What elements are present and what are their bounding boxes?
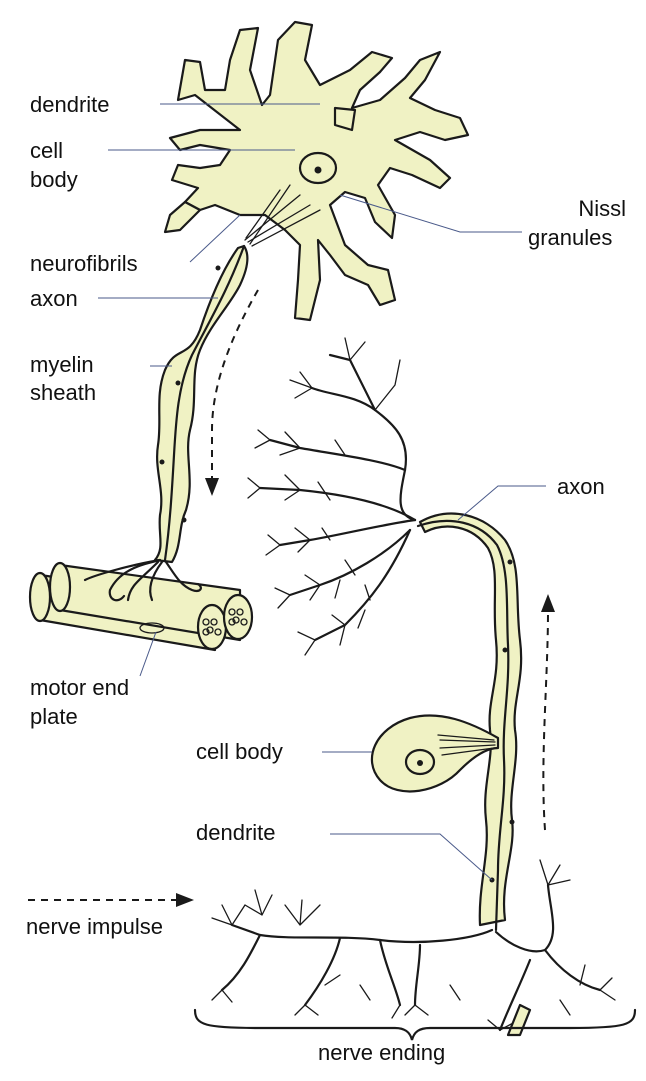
sensory-impulse-arrow [543,610,548,830]
label-motor-end-plate-line1: motor end [30,674,129,701]
label-motor-cell-body-line2: body [30,166,78,193]
label-myelin-line2: sheath [30,379,96,406]
muscle-fibres [30,563,252,650]
label-motor-dendrite: dendrite [30,91,110,118]
label-motor-axon: axon [30,285,78,312]
nerve-ending-branches [212,860,615,1030]
label-motor-end-plate-line2: plate [30,703,78,730]
label-nerve-impulse: nerve impulse [26,913,163,940]
label-nissl-line1: Nissl [528,195,626,222]
sensory-cell-body [372,715,498,791]
label-sensory-dendrite: dendrite [196,819,276,846]
label-neurofibrils: neurofibrils [30,250,138,277]
label-myelin-line1: myelin [30,351,94,378]
label-sensory-cell-body: cell body [196,738,283,765]
label-sensory-axon: axon [557,473,605,500]
label-nerve-ending: nerve ending [318,1039,445,1066]
label-motor-cell-body-line1: cell [30,137,63,164]
sensory-dendritic-tree [248,338,415,655]
sensory-neuron [195,338,635,1040]
label-nissl-line2: granules [528,224,612,251]
